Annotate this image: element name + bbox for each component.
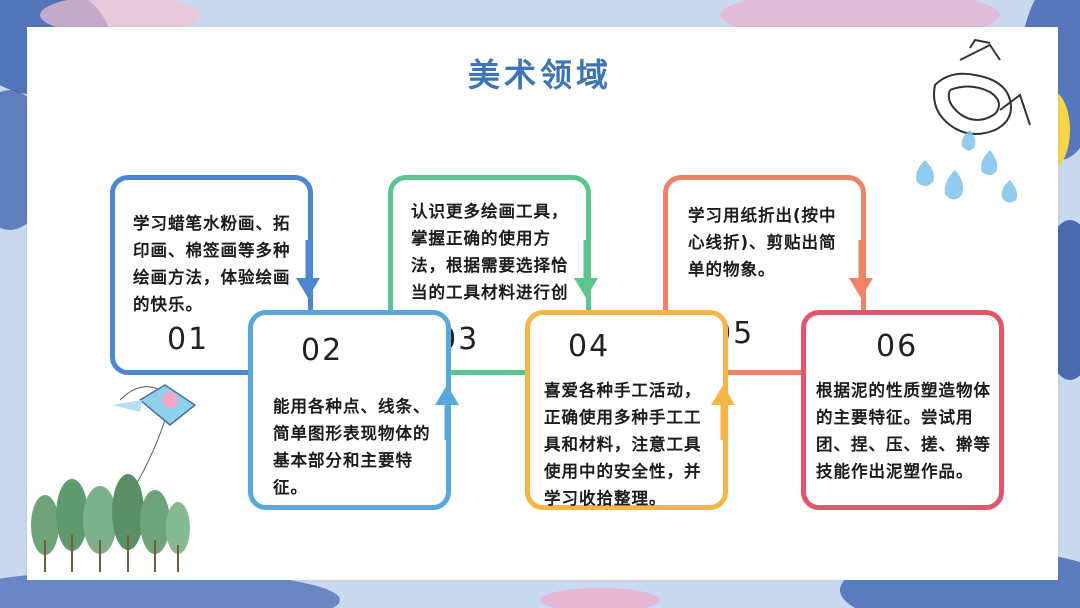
arrowhead-5 [849,278,873,298]
arrowhead-3 [574,278,598,298]
arrowhead-4 [711,385,735,405]
arrowhead-2 [435,385,459,405]
arrowhead-1 [296,278,320,298]
